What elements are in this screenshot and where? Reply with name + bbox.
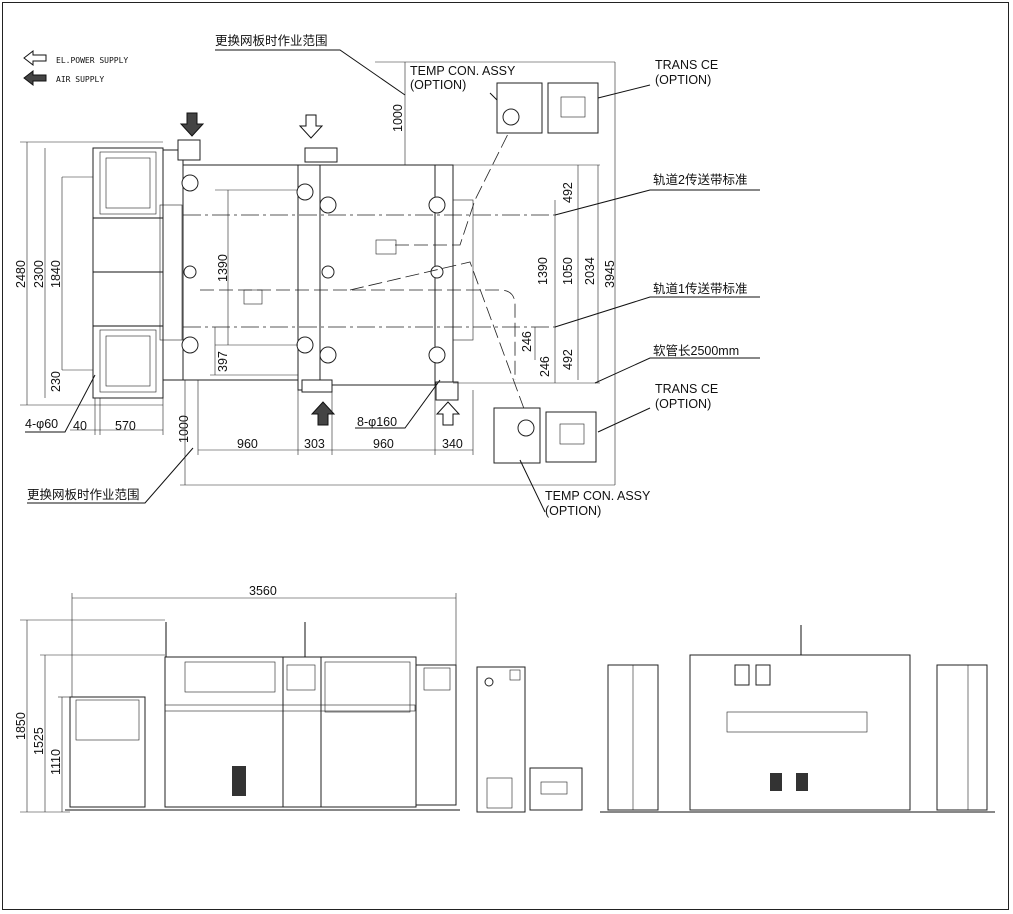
- dim-1110: 1110: [49, 749, 63, 775]
- dim-3945: 3945: [603, 260, 617, 288]
- lane1-label: 轨道1传送带标准: [653, 281, 747, 296]
- dim-230: 230: [49, 371, 63, 392]
- dim-1840: 1840: [49, 260, 63, 288]
- dim-246b: 246: [538, 356, 552, 377]
- dim-492-bottom: 492: [561, 349, 575, 370]
- dim-1000-left: 1000: [177, 415, 191, 443]
- holes-large-label: 8-φ160: [357, 415, 397, 429]
- temp-con-side-view: [476, 666, 583, 813]
- dim-246a: 246: [520, 331, 534, 352]
- power-inlet-arrow-icon: [298, 114, 324, 139]
- trans-top-label: TRANS CE: [655, 58, 718, 72]
- power-inlet-arrow-icon-2: [435, 401, 461, 426]
- stencil-area-label-bottom: 更换网板时作业范围: [27, 488, 140, 502]
- dim-2034: 2034: [583, 257, 597, 285]
- trans-bottom-option: (OPTION): [655, 397, 711, 411]
- dim-1050: 1050: [561, 257, 575, 285]
- holes-small-label: 4-φ60: [25, 417, 58, 431]
- temp-con-top-option: (OPTION): [410, 78, 466, 92]
- power-supply-arrow-icon: [23, 49, 47, 67]
- air-inlet-arrow-icon-2: [310, 401, 336, 426]
- dim-570: 570: [115, 419, 136, 433]
- dim-2480: 2480: [14, 260, 28, 288]
- dim-40: 40: [73, 419, 87, 433]
- trans-bottom-label: TRANS CE: [655, 382, 718, 396]
- dim-960a: 960: [237, 437, 258, 451]
- lane2-label: 轨道2传送带标准: [653, 172, 747, 187]
- temp-con-bottom-option: (OPTION): [545, 504, 601, 518]
- dim-2300: 2300: [32, 260, 46, 288]
- plan-view: [92, 82, 599, 464]
- dim-492-top: 492: [561, 182, 575, 203]
- air-supply-arrow-icon: [23, 69, 47, 87]
- temp-con-top-label: TEMP CON. ASSY: [410, 64, 516, 78]
- side-dimension-lines: [20, 593, 457, 813]
- dim-1850: 1850: [14, 712, 28, 740]
- dim-3560: 3560: [249, 584, 277, 598]
- legend-air-label: AIR SUPPLY: [56, 75, 104, 84]
- dim-303: 303: [304, 437, 325, 451]
- temp-con-bottom-label: TEMP CON. ASSY: [545, 489, 651, 503]
- stencil-area-label-top: 更换网板时作业范围: [215, 34, 328, 48]
- dim-340: 340: [442, 437, 463, 451]
- front-view: [65, 622, 460, 811]
- hose-label: 软管长2500mm: [653, 343, 739, 358]
- dim-397: 397: [216, 351, 230, 372]
- dim-1390-left: 1390: [216, 254, 230, 282]
- legend-power-label: EL.POWER SUPPLY: [56, 56, 128, 65]
- dim-960b: 960: [373, 437, 394, 451]
- dim-1390-right: 1390: [536, 257, 550, 285]
- air-inlet-arrow-icon: [179, 112, 205, 137]
- trans-top-option: (OPTION): [655, 73, 711, 87]
- dim-1000-top: 1000: [391, 104, 405, 132]
- rear-view: [600, 625, 995, 813]
- dim-1525: 1525: [32, 727, 46, 755]
- leader-lines: [25, 49, 760, 513]
- dimension-lines: [20, 61, 616, 486]
